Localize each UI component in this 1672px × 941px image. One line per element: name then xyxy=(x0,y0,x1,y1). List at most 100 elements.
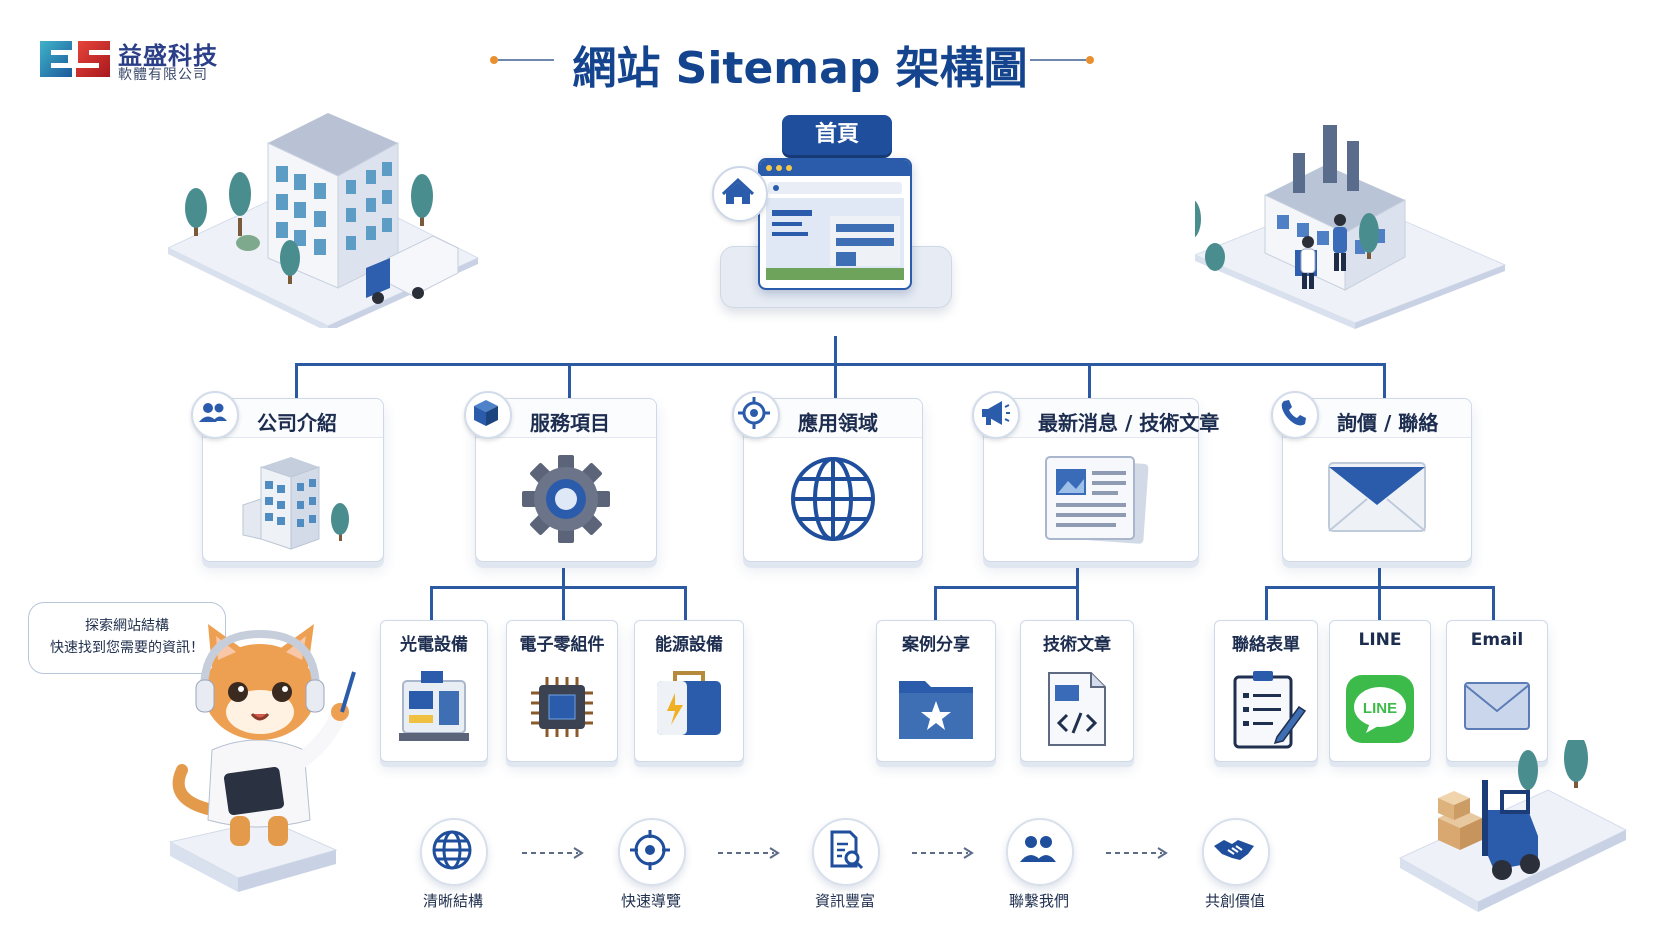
globe-icon xyxy=(791,457,875,541)
category-badge xyxy=(1271,391,1319,439)
services-stem-line xyxy=(562,562,565,588)
title-line-left xyxy=(498,59,554,61)
document-search-icon xyxy=(830,830,864,870)
flow-item-rich-information: 資訊豐富 xyxy=(790,818,900,918)
bubble-line-1: 探索網站結構 xyxy=(85,618,169,634)
flow-badge xyxy=(1006,818,1074,886)
gear-icon xyxy=(522,455,610,543)
cube-icon xyxy=(474,400,498,426)
clipboard-form-icon xyxy=(1233,671,1307,749)
brand-name: 益盛科技 xyxy=(118,42,218,70)
category-card-services[interactable]: 服務項目 xyxy=(464,391,657,562)
title-dot-left xyxy=(490,56,498,64)
battery-icon xyxy=(657,671,721,735)
es-logo-mark-icon xyxy=(40,41,110,77)
flow-badge xyxy=(1202,818,1270,886)
news-stem-line xyxy=(1076,562,1079,588)
cat-mascot-icon xyxy=(168,624,356,892)
target-icon xyxy=(738,397,770,429)
home-badge[interactable] xyxy=(712,166,768,222)
category-card-applications[interactable]: 應用領域 xyxy=(732,391,923,562)
title-dot-right xyxy=(1086,56,1094,64)
homepage-preview-icon xyxy=(766,182,904,280)
speech-bubble: 探索網站結構 快速找到您需要的資訊！ xyxy=(28,602,226,674)
branch-line-1 xyxy=(295,363,298,398)
flow-label: 資訊豐富 xyxy=(814,892,875,910)
flow-arrow-4 xyxy=(1106,847,1168,859)
news-child-line-1 xyxy=(934,586,937,620)
office-campus-illustration xyxy=(168,113,480,328)
phone-icon xyxy=(1281,400,1306,426)
subpage-card-components[interactable]: 電子零組件 xyxy=(506,620,618,762)
branch-line-5 xyxy=(1383,363,1386,398)
subpage-label: 電子零組件 xyxy=(519,635,605,655)
flow-item-clear-structure: 清晰結構 xyxy=(398,818,508,918)
contact-child-line-3 xyxy=(1492,586,1495,620)
services-child-line-2 xyxy=(562,586,565,620)
category-card-contact[interactable]: 詢價 / 聯絡 xyxy=(1271,391,1472,562)
microchip-icon xyxy=(531,677,593,737)
flow-label: 聯繫我們 xyxy=(1008,892,1069,910)
newspaper-icon xyxy=(1045,456,1149,544)
users-icon xyxy=(199,403,227,422)
factory-illustration xyxy=(1195,125,1507,329)
browser-titlebar xyxy=(760,160,910,176)
subpage-card-email[interactable]: Email xyxy=(1446,620,1548,762)
main-branch-line xyxy=(295,363,1386,366)
crosshair-icon xyxy=(630,830,670,870)
category-label: 詢價 / 聯絡 xyxy=(1337,411,1439,435)
contact-stem-line xyxy=(1378,562,1381,588)
branch-line-4 xyxy=(1088,363,1091,398)
optoelectronic-machine-icon xyxy=(399,671,469,741)
category-card-about[interactable]: 公司介紹 xyxy=(191,391,384,562)
home-browser-window[interactable] xyxy=(758,158,912,290)
bubble-line-2: 快速找到您需要的資訊！ xyxy=(50,640,204,656)
subpage-card-line[interactable]: LINE LINE xyxy=(1329,620,1431,762)
flow-label: 共創價值 xyxy=(1204,892,1265,910)
home-label[interactable]: 首頁 xyxy=(782,115,892,155)
flow-label: 清晰結構 xyxy=(422,892,483,910)
office-building-icon xyxy=(242,457,349,550)
folder-star-icon xyxy=(899,681,973,739)
subpage-card-energy[interactable]: 能源設備 xyxy=(634,620,744,762)
forklift-warehouse-illustration xyxy=(1398,740,1628,912)
mail-icon xyxy=(1464,682,1530,730)
brand-subname: 軟體有限公司 xyxy=(118,67,208,83)
services-branch-line xyxy=(430,586,687,589)
subpage-label: Email xyxy=(1470,630,1524,650)
branch-line-3 xyxy=(834,363,837,398)
subpage-card-cases[interactable]: 案例分享 xyxy=(876,620,996,762)
flow-item-quick-navigation: 快速導覽 xyxy=(596,818,706,918)
line-badge-text: LINE xyxy=(1363,700,1397,717)
category-label: 應用領域 xyxy=(798,411,878,435)
subpage-label: 聯絡表單 xyxy=(1232,635,1300,655)
flow-label: 快速導覽 xyxy=(620,892,681,910)
flow-badge xyxy=(420,818,488,886)
services-child-line-1 xyxy=(430,586,433,620)
contact-child-line-1 xyxy=(1265,586,1268,620)
subpage-card-optoelectronic[interactable]: 光電設備 xyxy=(380,620,488,762)
branch-line-2 xyxy=(568,363,571,398)
subpage-label: 光電設備 xyxy=(400,635,468,655)
flow-item-contact-us: 聯繫我們 xyxy=(984,818,1094,918)
news-child-line-2 xyxy=(1076,586,1079,620)
subpage-label: 案例分享 xyxy=(902,635,970,655)
subpage-card-tech-articles[interactable]: 技術文章 xyxy=(1020,620,1134,762)
brand-logo[interactable]: 益盛科技 軟體有限公司 xyxy=(38,34,238,84)
title-banner: 網站 Sitemap 架構圖 xyxy=(490,30,1190,94)
flow-arrow-3 xyxy=(912,847,974,859)
category-badge xyxy=(464,391,512,439)
globe-icon xyxy=(432,830,472,870)
code-document-icon xyxy=(1048,672,1106,746)
title-line-right xyxy=(1030,59,1086,61)
subpage-label: LINE xyxy=(1358,630,1402,650)
flow-badge xyxy=(618,818,686,886)
subpage-card-contact-form[interactable]: 聯絡表單 xyxy=(1214,620,1318,762)
page-title: 網站 Sitemap 架構圖 xyxy=(572,43,1028,94)
category-card-news[interactable]: 最新消息 / 技術文章 xyxy=(972,391,1219,562)
handshake-icon xyxy=(1214,840,1254,860)
home-stem-line xyxy=(834,336,837,366)
people-icon xyxy=(1020,836,1056,862)
home-icon xyxy=(721,177,755,204)
flow-item-co-create-value: 共創價值 xyxy=(1180,818,1290,918)
